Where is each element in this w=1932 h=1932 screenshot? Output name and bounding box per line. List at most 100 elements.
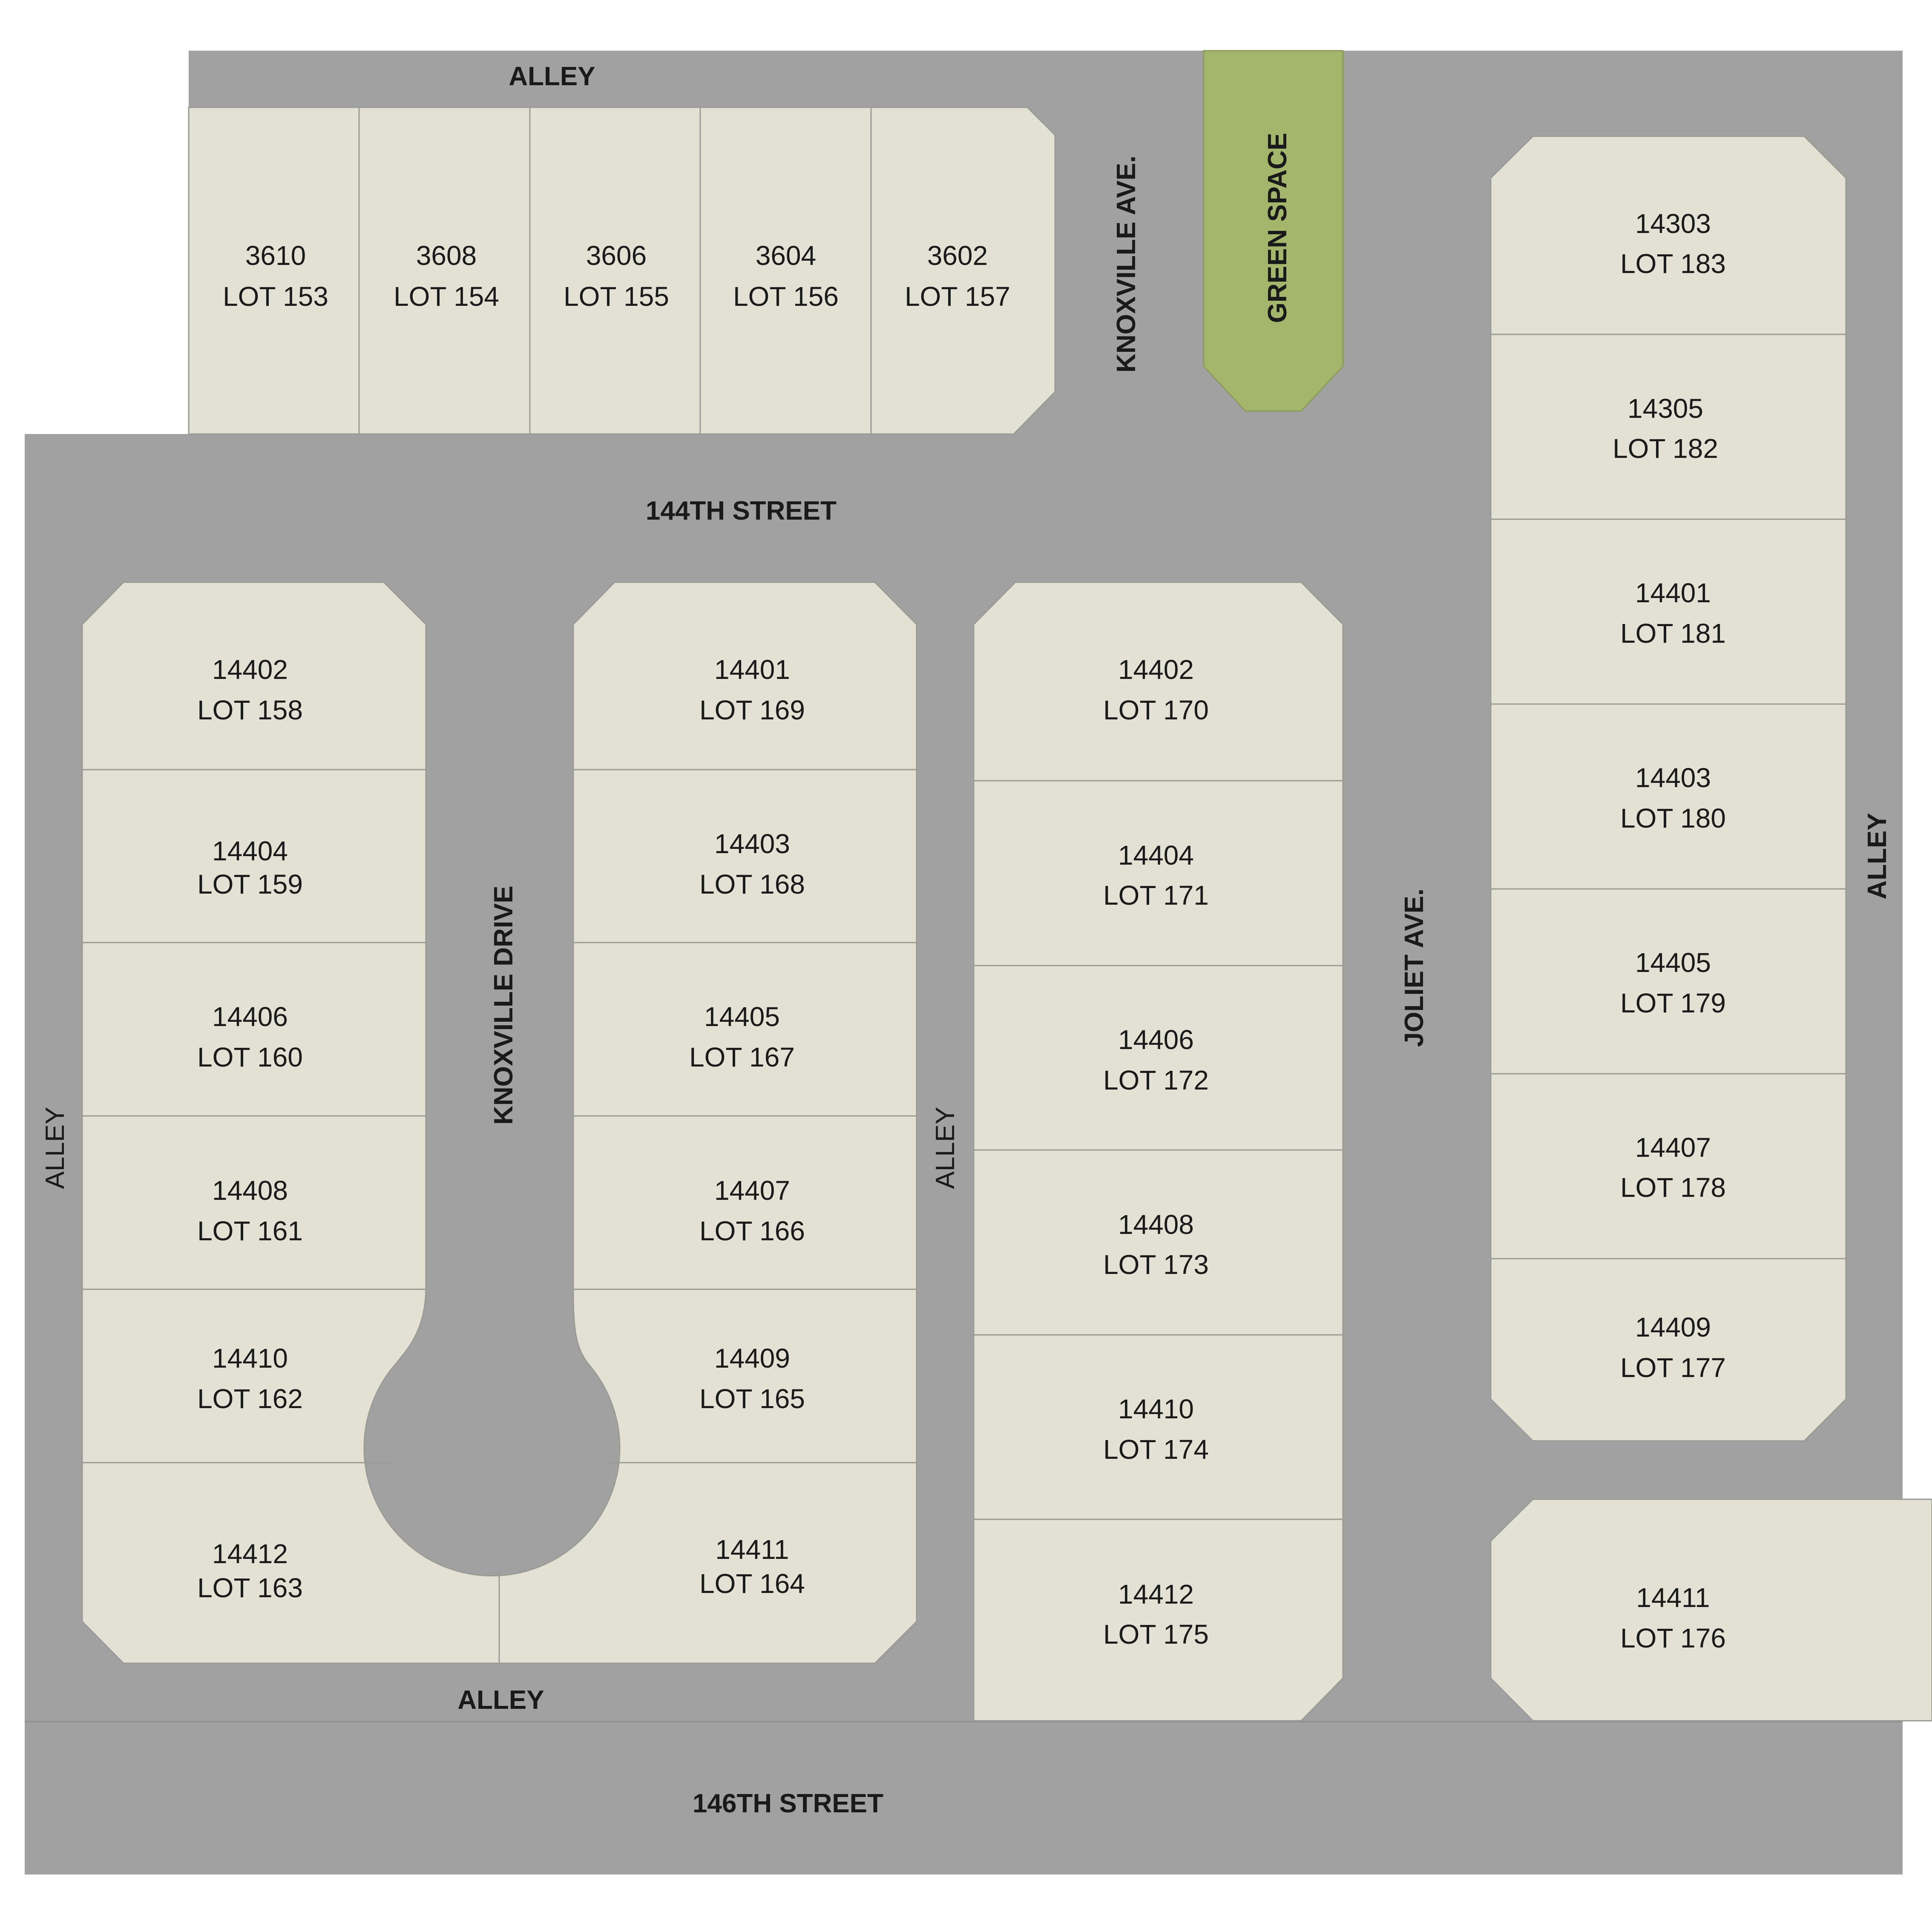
block-knoxville-drive	[81, 581, 917, 1664]
lot-number: LOT 162	[197, 1383, 303, 1414]
lot-number: LOT 174	[1103, 1434, 1209, 1465]
alley-left-label: ALLEY	[40, 1107, 70, 1189]
lot-address: 14402	[212, 654, 288, 685]
lot-address: 14411	[715, 1534, 789, 1565]
alley-top-label: ALLEY	[509, 62, 595, 91]
lot-number: LOT 153	[223, 281, 328, 312]
lot-address: 14403	[714, 828, 790, 859]
lot-number: LOT 181	[1620, 618, 1726, 649]
block-top	[188, 106, 1056, 435]
lot-address: 14409	[1635, 1312, 1711, 1343]
lot-address: 14411	[1636, 1582, 1710, 1613]
lot-address: 14401	[1635, 578, 1711, 608]
lot-number: LOT 158	[197, 695, 303, 725]
lot-address: 14406	[1118, 1024, 1194, 1055]
lot-address: 14410	[212, 1343, 288, 1374]
lot-address: 14404	[1118, 840, 1194, 871]
lot-address: 14407	[1635, 1132, 1711, 1163]
lot-number: LOT 171	[1103, 880, 1209, 911]
lot-number: LOT 178	[1620, 1172, 1726, 1203]
lot-number: LOT 160	[197, 1042, 303, 1072]
lot-number: LOT 164	[699, 1568, 805, 1599]
lot-blocks	[81, 106, 1932, 1722]
lot-address: 14412	[1118, 1579, 1194, 1610]
lot-number: LOT 167	[689, 1042, 795, 1072]
lot-number: LOT 173	[1103, 1249, 1209, 1280]
lot-number: LOT 156	[733, 281, 839, 312]
joliet-ave-label: JOLIET AVE.	[1400, 888, 1429, 1047]
lot-address: 3608	[416, 240, 477, 271]
alley-middle-label: ALLEY	[931, 1107, 960, 1189]
block-middle	[973, 581, 1344, 1722]
street-labels: ALLEY KNOXVILLE AVE. GREEN SPACE 144TH S…	[40, 62, 1892, 1818]
lot-address: 14403	[1635, 762, 1711, 793]
lot-number: LOT 183	[1620, 248, 1726, 279]
lot-number: LOT 154	[394, 281, 499, 312]
lot-number: LOT 177	[1620, 1352, 1726, 1383]
lot-address: 14412	[212, 1538, 288, 1569]
lot-address: 14409	[714, 1343, 790, 1374]
lot-address: 14401	[714, 654, 790, 685]
lot-number: LOT 166	[699, 1216, 805, 1246]
lot-address: 14305	[1627, 393, 1703, 424]
lot-address: 3610	[245, 240, 306, 271]
lot-number: LOT 155	[564, 281, 669, 312]
lot-number: LOT 182	[1613, 433, 1718, 464]
lot-number: LOT 170	[1103, 695, 1209, 725]
block-bottom-right	[1490, 1498, 1932, 1722]
lot-number: LOT 180	[1620, 803, 1726, 834]
lot-number: LOT 169	[699, 695, 805, 725]
lot-address: 14405	[1635, 947, 1711, 978]
lot-number: LOT 175	[1103, 1619, 1209, 1650]
lot-address: 14303	[1635, 208, 1711, 239]
lot-number: LOT 172	[1103, 1065, 1209, 1095]
lot-address: 3604	[756, 240, 816, 271]
lot-address: 14408	[1118, 1209, 1194, 1240]
alley-bottom-label: ALLEY	[457, 1685, 544, 1715]
lot-number: LOT 163	[197, 1573, 303, 1603]
knoxville-ave-label: KNOXVILLE AVE.	[1112, 155, 1141, 373]
144th-street-label: 144TH STREET	[646, 496, 837, 526]
block-right	[1490, 135, 1847, 1442]
lot-address: 3602	[927, 240, 988, 271]
lot-number: LOT 179	[1620, 988, 1726, 1018]
lot-number: LOT 157	[905, 281, 1010, 312]
lot-number: LOT 159	[197, 869, 303, 900]
146th-street-label: 146TH STREET	[693, 1789, 883, 1818]
green-space-label: GREEN SPACE	[1263, 133, 1292, 323]
knoxville-drive-label: KNOXVILLE DRIVE	[489, 886, 518, 1125]
lot-address: 14410	[1118, 1394, 1194, 1424]
lot-address: 14404	[212, 836, 288, 866]
lot-address: 14405	[704, 1001, 780, 1032]
lot-address: 3606	[586, 240, 647, 271]
lot-address: 14407	[714, 1175, 790, 1206]
